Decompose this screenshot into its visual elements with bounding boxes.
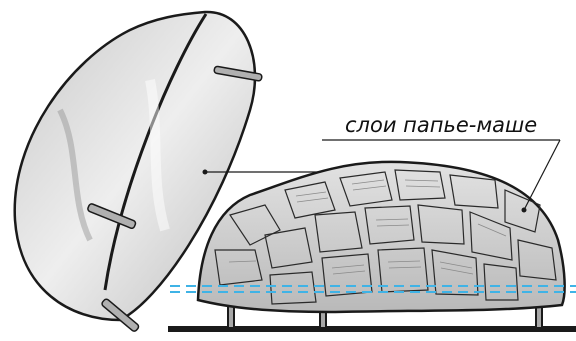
papier-mache-layers-label: слои папье-маше — [345, 113, 575, 137]
papier-mache-dome — [198, 162, 565, 312]
